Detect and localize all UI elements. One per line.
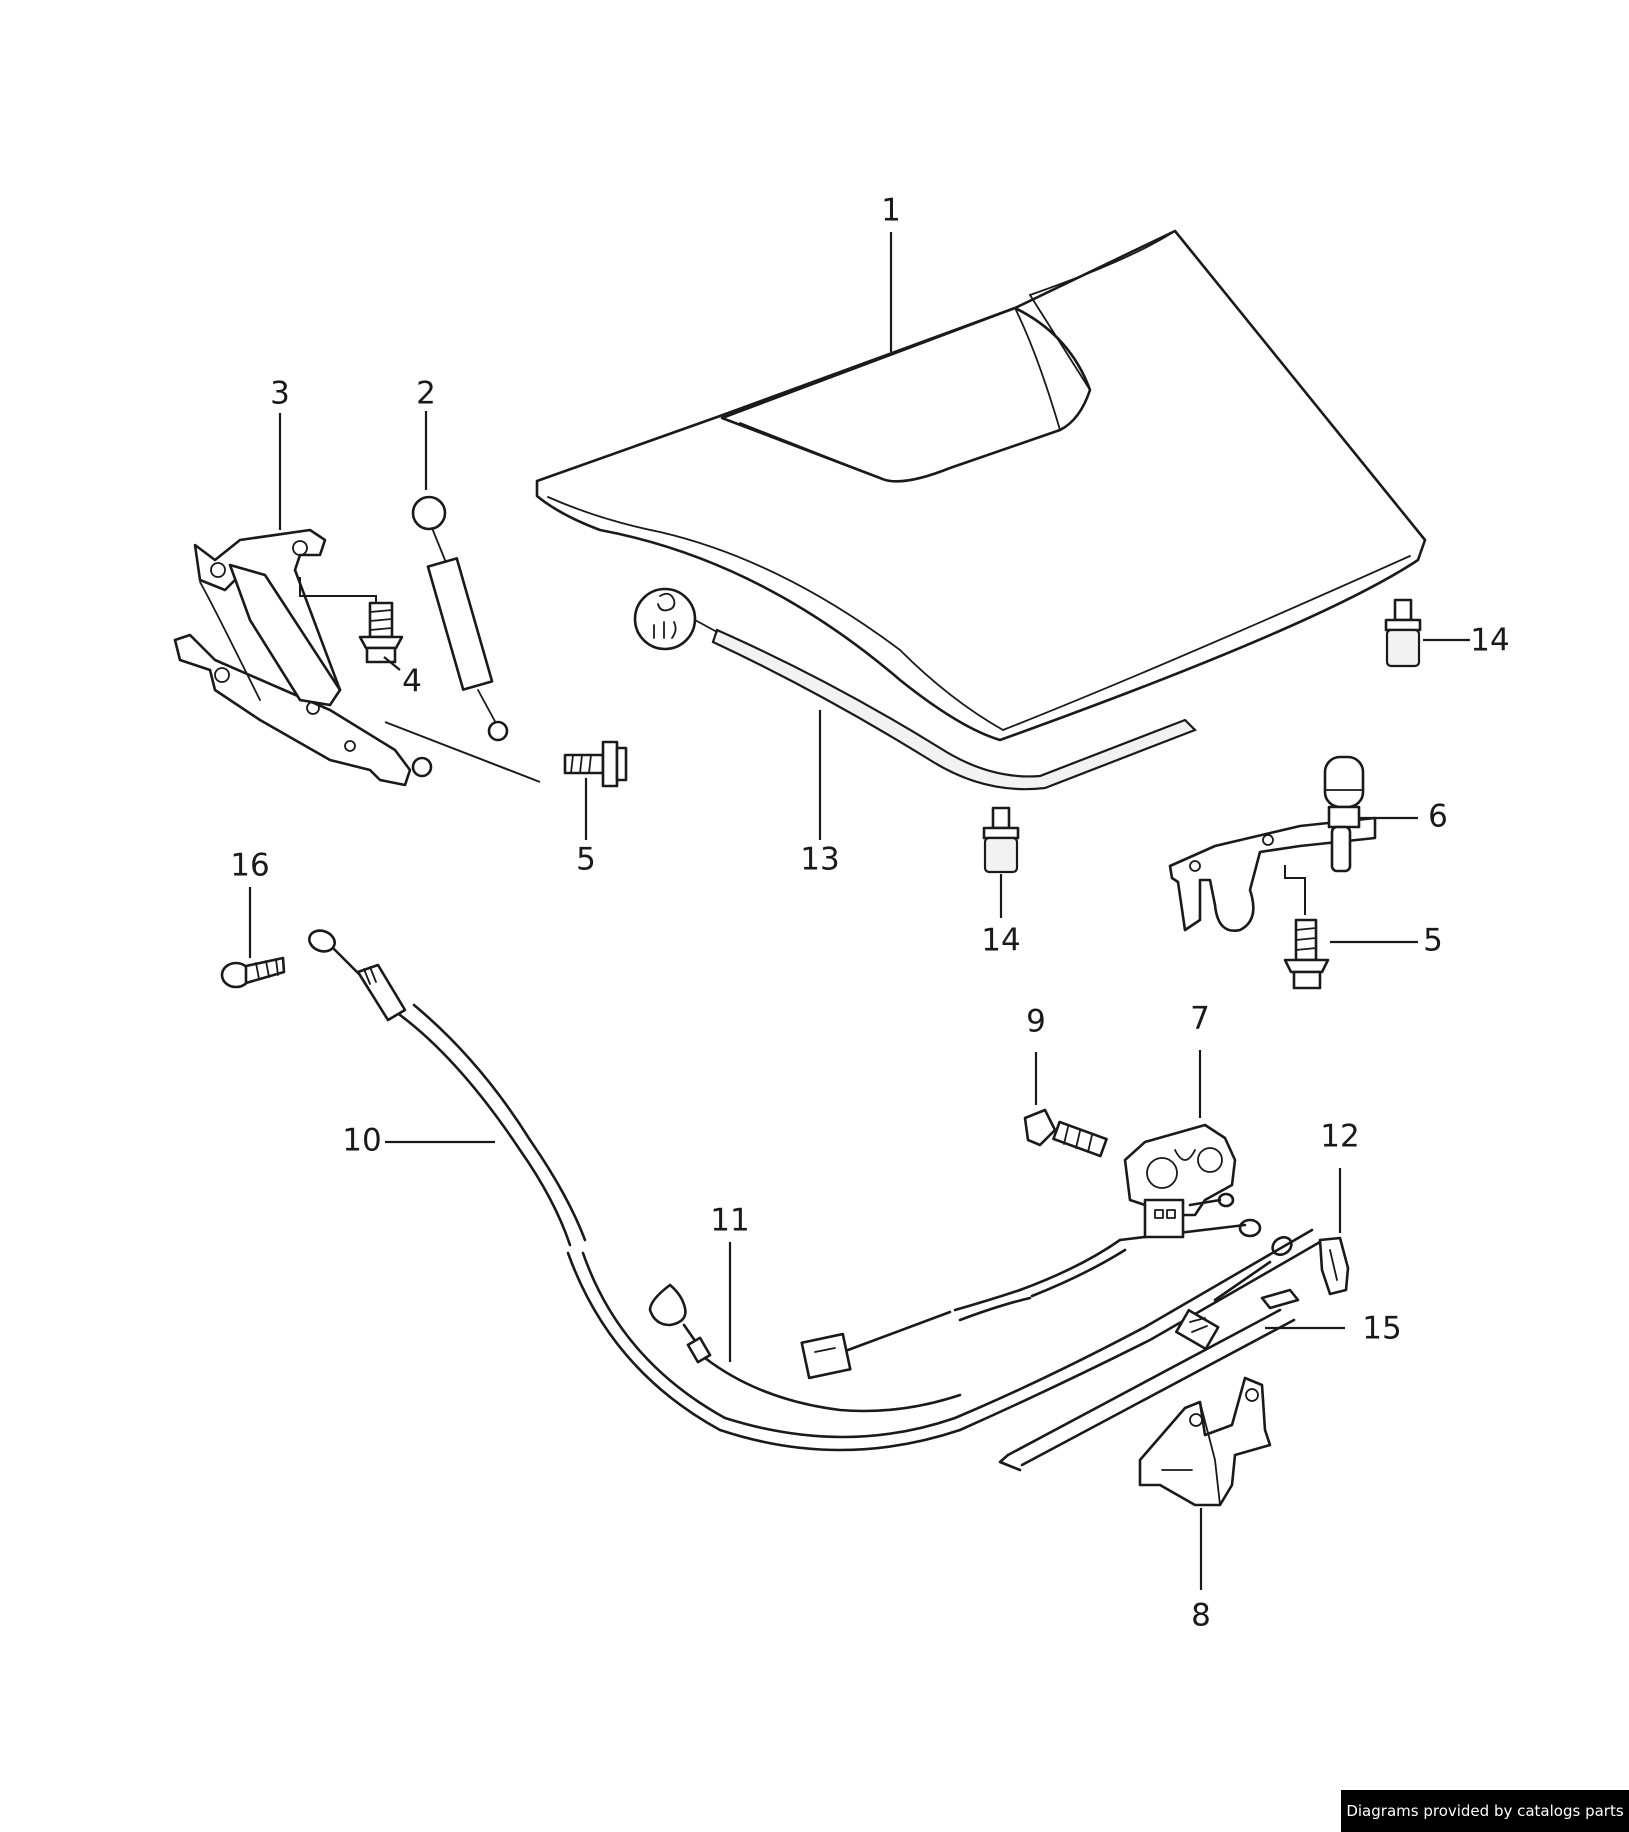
callout-4: 4 [402,664,422,700]
seal-strip [633,587,1197,791]
callout-12: 12 [1320,1119,1359,1155]
hood-lock [1123,1123,1237,1239]
callout-8: 8 [1191,1598,1211,1634]
buffer-right [1384,598,1422,668]
gas-strut [411,495,509,742]
leader-lines [248,232,1470,1590]
hood-panel [535,229,1427,742]
callout-7: 7 [1190,1001,1210,1037]
inner-cable [648,1218,1262,1413]
callout-1: 1 [881,193,901,229]
callout-14-right: 14 [1470,623,1509,659]
release-rod [998,1288,1300,1472]
callout-3: 3 [270,376,290,412]
lock-bolt [1023,1108,1108,1158]
bolt-left [563,740,628,788]
attribution-badge: Diagrams provided by catalogs parts [1341,1790,1629,1832]
callout-5-left: 5 [576,842,596,878]
latch-striker [1168,755,1377,932]
screw [220,956,286,989]
hinge [173,528,541,787]
callout-9: 9 [1026,1004,1046,1040]
callout-5-right: 5 [1423,923,1443,959]
callout-2: 2 [416,376,436,412]
callout-16: 16 [230,848,269,884]
buffer-center [982,806,1020,874]
callout-11: 11 [710,1203,749,1239]
callout-14-center: 14 [981,923,1020,959]
hinge-bolt [358,601,404,664]
callout-15: 15 [1362,1311,1401,1347]
callout-6: 6 [1428,799,1448,835]
callout-labels: 1 2 3 4 5 5 6 7 8 9 10 11 12 13 14 14 15… [230,193,1509,1634]
bolt-right [1283,918,1330,990]
lower-bracket [1138,1376,1272,1507]
clip [1318,1236,1350,1296]
release-cable [308,929,1322,1452]
callout-13: 13 [800,842,839,878]
callout-10: 10 [342,1123,381,1159]
